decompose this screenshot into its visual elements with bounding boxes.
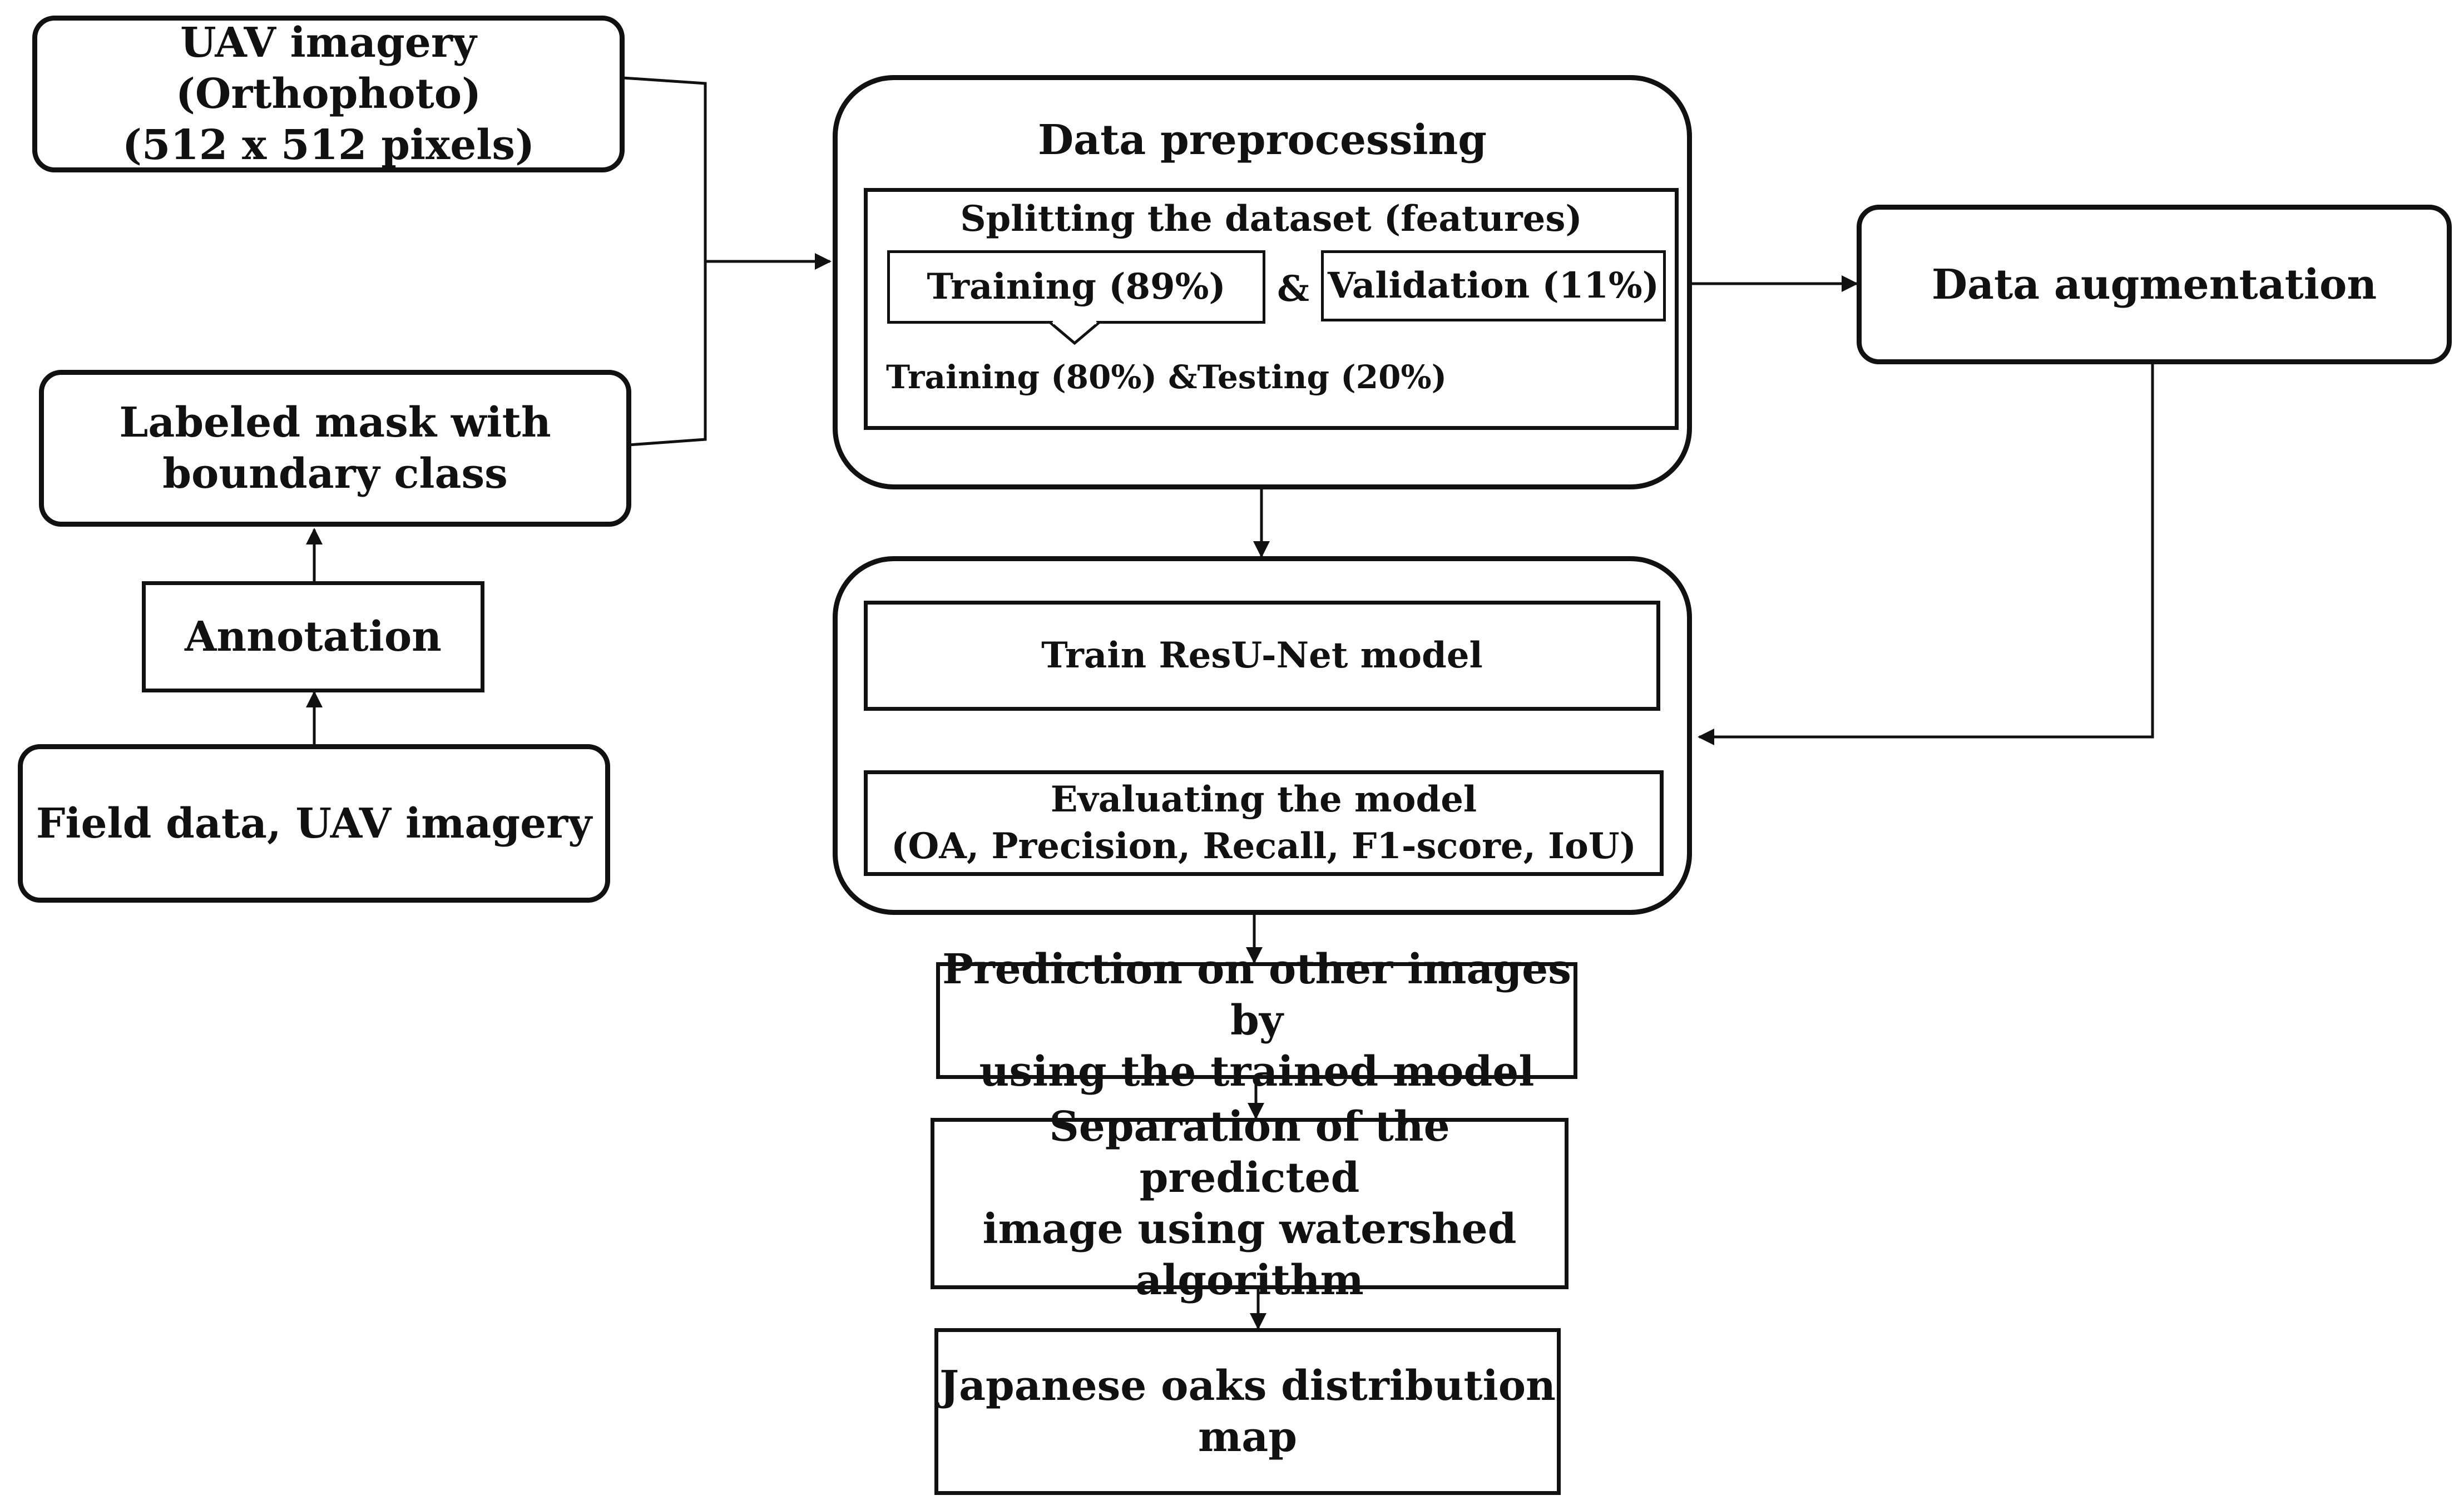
evaluate-model-box: Evaluating the model (OA, Precision, Rec… [864, 770, 1664, 876]
labeled-mask-line1: Labeled mask with [119, 399, 551, 447]
training-89-label: Training (89%) [927, 266, 1226, 308]
uav-imagery-line1: UAV imagery (Orthophoto) [175, 19, 482, 118]
bracket-connector [622, 76, 707, 447]
prediction-line2: using the trained model [979, 1048, 1535, 1096]
prediction-line1: Prediction on other images by [942, 945, 1571, 1044]
labeled-mask-line2: boundary class [162, 450, 508, 498]
field-data-label: Field data, UAV imagery [36, 799, 592, 848]
data-preprocessing-title: Data preprocessing [1037, 116, 1487, 164]
separation-line2: image using watershed [982, 1205, 1517, 1253]
training-89-box: Training (89%) [887, 250, 1265, 324]
validation-11-label: Validation (11%) [1328, 265, 1659, 306]
training-testing-label: Training (80%) &Testing (20%) [886, 358, 1447, 396]
split-dataset-title: Splitting the dataset (features) [960, 198, 1582, 240]
annotation-box: Annotation [142, 581, 484, 692]
separation-box: Separation of the predicted image using … [931, 1103, 1569, 1304]
separation-line1: Separation of the predicted [1049, 1103, 1450, 1202]
annotation-label: Annotation [185, 613, 442, 661]
field-data-box: Field data, UAV imagery [18, 744, 610, 903]
evaluate-line1: Evaluating the model [1050, 779, 1477, 820]
training-callout-tip [1050, 320, 1100, 345]
distribution-map-box: Japanese oaks distribution map [934, 1328, 1561, 1495]
uav-imagery-box: UAV imagery (Orthophoto) (512 x 512 pixe… [32, 16, 625, 172]
evaluate-line2: (OA, Precision, Recall, F1-score, IoU) [891, 825, 1636, 867]
data-augmentation-label: Data augmentation [1931, 260, 2377, 309]
separation-line3: algorithm [1135, 1256, 1364, 1304]
train-resunet-label: Train ResU-Net model [1041, 635, 1483, 676]
train-resunet-box: Train ResU-Net model [864, 601, 1660, 711]
prediction-box: Prediction on other images by using the … [936, 945, 1577, 1096]
arrow-augmentation-to-model [1698, 364, 2154, 745]
uav-imagery-line2: (512 x 512 pixels) [122, 121, 535, 169]
distribution-map-line2: map [1198, 1413, 1297, 1461]
validation-11-box: Validation (11%) [1321, 250, 1666, 321]
ampersand: & [1277, 268, 1309, 310]
distribution-map-line1: Japanese oaks distribution [939, 1362, 1556, 1410]
labeled-mask-box: Labeled mask with boundary class [39, 370, 631, 527]
data-augmentation-box: Data augmentation [1857, 205, 2452, 364]
